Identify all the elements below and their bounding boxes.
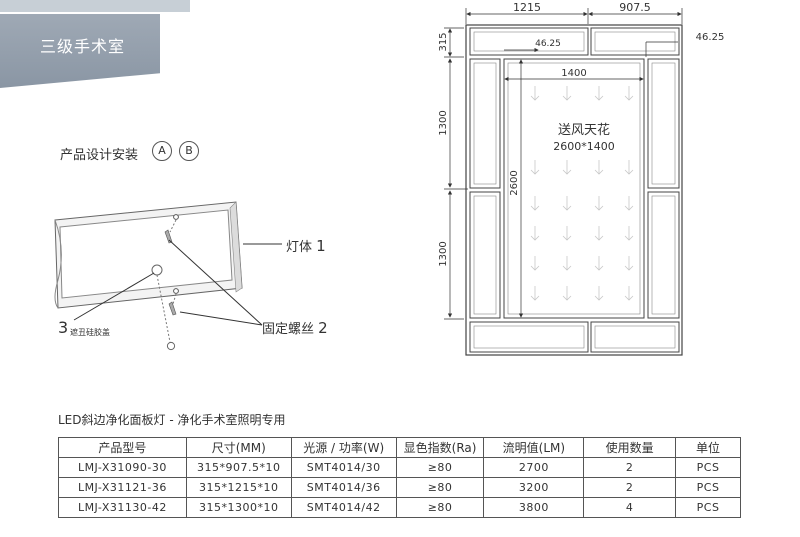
table-row: LMJ-X31121-36 315*1215*10 SMT4014/36 ≥80… — [58, 477, 741, 498]
guide-line — [172, 293, 177, 305]
col-header-unit: 单位 — [675, 437, 741, 458]
option-a-badge: A — [152, 141, 172, 161]
cell-cri: ≥80 — [395, 457, 485, 478]
dim-center-width: 1400 — [561, 68, 586, 79]
page-title: 三级手术室 — [40, 37, 126, 56]
cell-lumen: 3800 — [483, 497, 585, 518]
col-header-cri: 显色指数(Ra) — [395, 437, 485, 458]
dim-inner-left: 46.25 — [535, 39, 561, 49]
screw-top — [164, 229, 173, 244]
callout-cap-label: 遮丑硅胶盖 — [70, 328, 110, 337]
cell-light-source: SMT4014/30 — [290, 457, 397, 478]
cell-quantity: 2 — [583, 477, 677, 498]
screw-hole-top — [173, 214, 179, 220]
install-label: 产品设计安装 — [60, 148, 139, 163]
callout-cap-number: 3 — [58, 318, 69, 337]
cell-unit: PCS — [675, 457, 741, 478]
cell-light-source: SMT4014/42 — [290, 497, 397, 518]
cell-size: 315*907.5*10 — [185, 457, 292, 478]
callout-screw-label: 固定螺丝 — [262, 322, 315, 337]
center-title: 送风天花 — [558, 122, 610, 138]
dim-left-lower: 1300 — [438, 241, 449, 266]
leader-line-screw-1 — [168, 239, 263, 326]
callout-screw-number: 2 — [318, 319, 328, 337]
callout-screw: 固定螺丝 2 — [262, 318, 328, 337]
lamp-frame-inner — [59, 209, 233, 299]
center-size: 2600*1400 — [553, 140, 615, 153]
table-row: LMJ-X31130-42 315*1300*10 SMT4014/42 ≥80… — [58, 497, 741, 518]
col-header-lumen: 流明值(LM) — [483, 437, 585, 458]
cell-lumen: 3200 — [483, 477, 585, 498]
dim-center-height: 2600 — [509, 170, 520, 195]
cut-line — [54, 219, 62, 309]
cell-unit: PCS — [675, 477, 741, 498]
callout-lamp-body-label: 灯体 — [286, 240, 313, 255]
callout-lamp-body: 灯体 1 — [286, 236, 326, 255]
screw-hole-bottom — [173, 288, 179, 294]
col-header-quantity: 使用数量 — [583, 437, 677, 458]
dim-inner-right: 46.25 — [696, 32, 725, 43]
callout-lamp-body-number: 1 — [316, 237, 326, 255]
col-header-model: 产品型号 — [58, 437, 187, 458]
silicone-cap-2 — [166, 341, 176, 351]
guide-line — [156, 274, 171, 343]
option-b-badge: B — [179, 141, 199, 161]
col-header-light-source: 光源 / 功率(W) — [290, 437, 397, 458]
ceiling-plan-drawing: 1215 907.5 315 46.25 46.25 1400 1300 130… — [438, 1, 725, 356]
table-header-row: 产品型号 尺寸(MM) 光源 / 功率(W) 显色指数(Ra) 流明值(LM) … — [58, 437, 741, 458]
header-corner-strip — [0, 0, 190, 12]
airflow-arrows — [530, 86, 634, 301]
cell-model: LMJ-X31121-36 — [58, 477, 187, 498]
col-header-size: 尺寸(MM) — [185, 437, 292, 458]
cell-light-source: SMT4014/36 — [290, 477, 397, 498]
lamp-frame-edge — [229, 201, 243, 293]
cell-quantity: 2 — [583, 457, 677, 478]
leader-line-screw-2 — [179, 311, 263, 326]
cell-size: 315*1300*10 — [185, 497, 292, 518]
cell-size: 315*1215*10 — [185, 477, 292, 498]
screw-bottom — [168, 301, 177, 316]
spec-table: 产品型号 尺寸(MM) 光源 / 功率(W) 显色指数(Ra) 流明值(LM) … — [58, 437, 741, 518]
cell-lumen: 2700 — [483, 457, 585, 478]
dim-top-left: 1215 — [513, 1, 541, 14]
header-banner — [0, 14, 160, 88]
dim-left-upper: 1300 — [438, 110, 449, 135]
cell-model: LMJ-X31130-42 — [58, 497, 187, 518]
dim-left-top: 315 — [438, 32, 449, 51]
installation-illustration — [54, 201, 282, 351]
cell-model: LMJ-X31090-30 — [58, 457, 187, 478]
leader-line-cap — [73, 272, 155, 321]
cell-quantity: 4 — [583, 497, 677, 518]
cell-cri: ≥80 — [395, 477, 485, 498]
table-row: LMJ-X31090-30 315*907.5*10 SMT4014/30 ≥8… — [58, 457, 741, 478]
dim-top-right: 907.5 — [619, 1, 651, 14]
cell-unit: PCS — [675, 497, 741, 518]
table-title: LED斜边净化面板灯 - 净化手术室照明专用 — [58, 413, 286, 427]
cell-cri: ≥80 — [395, 497, 485, 518]
